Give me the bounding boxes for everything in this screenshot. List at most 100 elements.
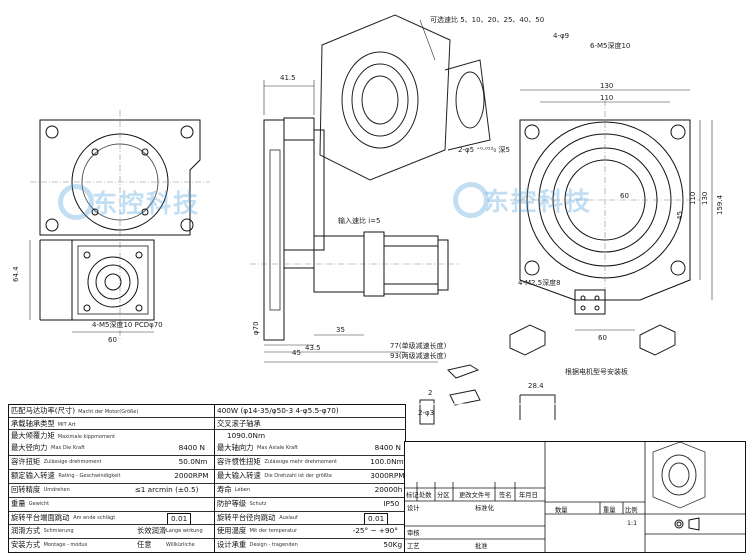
spec-label: 旋转平台径向跳动 (217, 512, 276, 522)
spec-value: 100.0Nm (370, 457, 404, 467)
spec-sublabel: Gewicht (28, 500, 50, 507)
tb-qty-label: 数量 (555, 507, 568, 514)
side-section-view (250, 80, 460, 363)
spec-value: 3000RPM (370, 471, 405, 481)
spec-label: 防护等级 (217, 498, 247, 508)
spec-value: 400W (φ14-35/φ50-3 4-φ5.5-φ70) (217, 406, 339, 415)
spec-label: 最大输入转速 (217, 471, 261, 481)
spec-sublabel: MIT Art (57, 422, 76, 429)
spec-value: 1090.0Nm (227, 431, 266, 441)
spec-value: -25° ~ +90° (352, 526, 398, 536)
spec-value: 任意 (137, 540, 152, 550)
tb-scale-value: 1:1 (627, 520, 638, 527)
tb-design: 设计 (407, 505, 420, 512)
spec-label: 旋转平台端面跳动 (11, 512, 70, 522)
spec-label: 寿命 (217, 485, 232, 494)
spec-label: 最大倾覆力矩 (11, 431, 55, 441)
spec-sublabel: Mit der temperatur (249, 528, 298, 535)
spec-row-motor: 匹配马达功率(尺寸)Macht der Motor(Größe) 400W (φ… (9, 405, 405, 417)
dim-644: 64.4 (12, 266, 20, 282)
spec-label: 使用温度 (217, 526, 247, 536)
spec-value-sub: Lange wirkung (166, 528, 203, 535)
tb-approve: 批准 (475, 543, 488, 550)
spec-value-sub: Willkürliche (166, 542, 195, 549)
spec-sublabel: Am ende schlägt (73, 514, 116, 521)
tb-review: 审核 (407, 530, 420, 537)
spec-label: 最大轴向力 (217, 442, 254, 452)
spec-table: 匹配马达功率(尺寸)Macht der Motor(Größe) 400W (φ… (8, 404, 406, 553)
spec-sublabel: Design - tragenden (249, 542, 298, 549)
detail-parts (419, 324, 676, 425)
dim-415: 41.5 (280, 74, 296, 82)
spec-label: 额定输入转速 (11, 471, 55, 481)
tb-weight-label: 重量 (603, 507, 616, 514)
dim-435: 43.5 (305, 344, 321, 352)
dim-60c: 60 (620, 192, 629, 200)
dim-110: 110 (600, 94, 613, 102)
spec-sublabel: Umdrehen (43, 487, 70, 493)
spec-label: 润滑方式 (11, 526, 41, 536)
spec-divider (214, 405, 215, 552)
spec-sublabel: Max Die Kraft (51, 444, 85, 451)
spec-sublabel: Auslauf (279, 514, 298, 521)
spec-sublabel: Rating - Geschwindigkeit (58, 473, 121, 480)
spec-label: 安装方式 (11, 540, 41, 550)
spec-label: 重量 (11, 498, 26, 508)
spec-label: 匹配马达功率(尺寸) (11, 406, 76, 415)
callout-reduction-ratio: 可选速比 5、10、20、25、40、50 (430, 15, 544, 24)
spec-label: 承载轴承类型 (11, 419, 55, 429)
tb-header-count: 处数 (419, 492, 432, 499)
dim-110b: 110 (689, 192, 697, 205)
tb-header-sign: 签名 (499, 492, 512, 499)
spec-sublabel: Max Axiale Kraft (257, 444, 298, 451)
callout-len-93: 93(两级减速长度) (390, 351, 447, 360)
spec-value: 长效润滑 (137, 526, 167, 536)
spec-value: 0.01 (364, 512, 389, 525)
right-front-view (510, 89, 713, 331)
spec-value: 50Kg (383, 540, 403, 550)
spec-label: 容许扭矩 (11, 457, 41, 467)
tb-header-change: 更改文件号 (459, 492, 491, 499)
dim-130b: 130 (701, 192, 709, 205)
dim-45r: 45 (676, 211, 684, 220)
dim-60a: 60 (108, 336, 117, 344)
spec-sublabel: Maximale kippmoment (57, 434, 116, 441)
spec-label: 回转精度 (11, 485, 41, 494)
dim-35: 35 (336, 326, 345, 334)
spec-value: 0.01 (167, 512, 192, 525)
spec-value: 8400 N (178, 442, 205, 452)
dim-60r: 60 (598, 334, 607, 342)
callout-holes-right-top: 6-M5深度10 (590, 41, 630, 50)
dim-45: 45 (292, 349, 301, 357)
callout-len-77: 77(单级减速长度) (390, 341, 447, 350)
spec-sublabel: Die Drehzahl ist der größte (264, 473, 332, 480)
tb-standardize: 标准化 (475, 505, 494, 512)
title-block-grid (405, 442, 745, 552)
spec-sublabel: Schutz (249, 500, 267, 507)
dim-70: φ70 (252, 321, 260, 335)
dim-2: 2 (428, 389, 432, 397)
dim-130a: 130 (600, 82, 613, 90)
spec-label: 容许惯性扭矩 (217, 457, 261, 467)
spec-sublabel: Schmierung (43, 528, 74, 535)
spec-sublabel: Zulässige drehmoment (43, 459, 102, 466)
tb-header-zone: 分区 (437, 492, 450, 499)
callout-holes-left: 4-M5深度10 PCDφ70 (92, 320, 163, 329)
callout-motor-adapter: 根据电机型号安装板 (565, 367, 628, 376)
tb-header-mark: 标记 (406, 492, 419, 499)
spec-value: 50.0Nm (178, 457, 208, 467)
spec-sublabel: Zulässige mehr drehmoment (264, 459, 338, 466)
tb-header-date: 年月日 (519, 492, 538, 499)
title-block: 标记 处数 分区 更改文件号 签名 年月日 设计 标准化 审核 工艺 批准 数量… (404, 441, 746, 553)
